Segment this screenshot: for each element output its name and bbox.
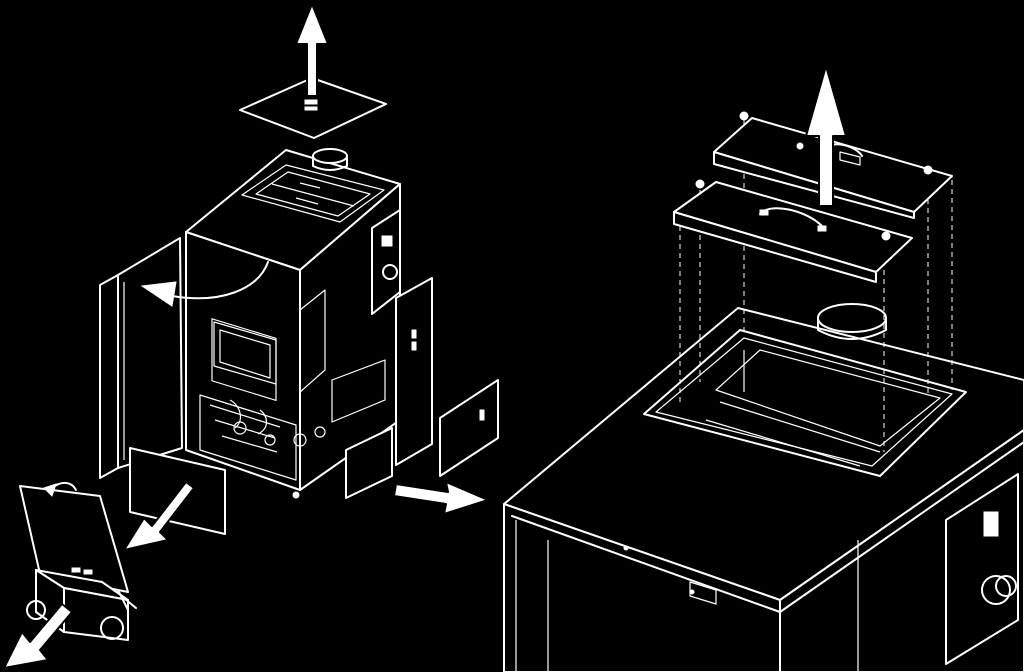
rotate-arrow-icon <box>140 261 269 307</box>
arrow-up-icon <box>295 3 329 97</box>
side-panel-lower <box>345 427 393 499</box>
arrow-up-icon <box>805 65 847 207</box>
arrow-down-left-icon <box>123 481 195 551</box>
front-door-panel <box>99 237 183 479</box>
boiler-exploded-view <box>3 3 499 669</box>
alignment-guide-lines <box>679 120 953 452</box>
side-panel-small <box>439 379 499 477</box>
ash-pan-trolley <box>19 482 137 641</box>
lower-front-plate <box>129 447 226 535</box>
arrow-down-left-icon <box>3 603 73 669</box>
top-cover-plate <box>239 77 387 139</box>
side-panel-tall <box>395 277 433 466</box>
hopper-lid-lower <box>673 179 913 283</box>
boiler-top-body <box>503 303 1024 672</box>
hopper-lid-detail-view <box>503 65 1024 672</box>
arrow-right-icon <box>393 481 489 515</box>
